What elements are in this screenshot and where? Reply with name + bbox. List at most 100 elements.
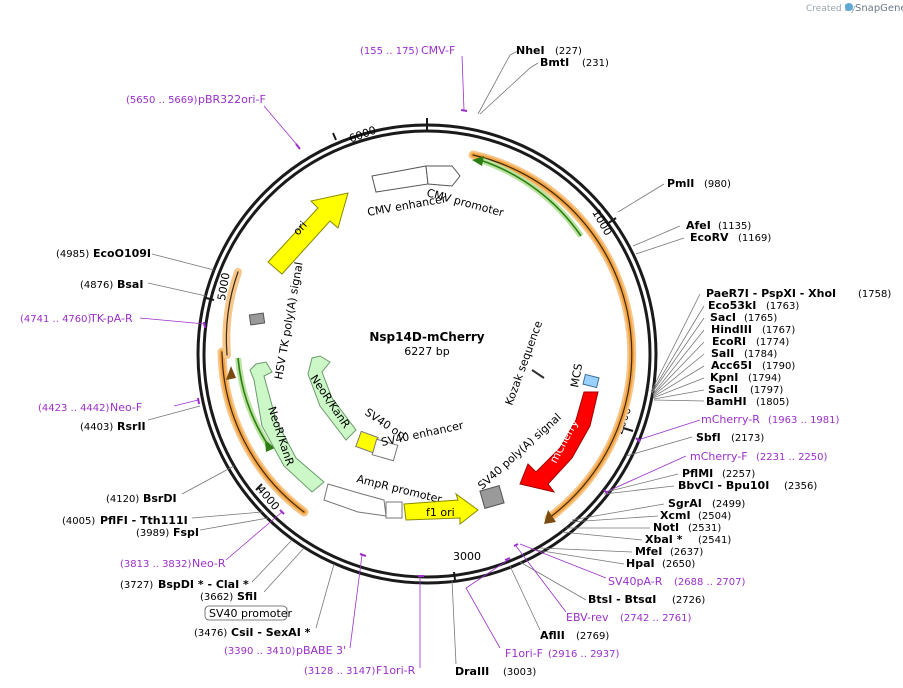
enzyme-csii: CsiI - SexAI * (231, 626, 311, 639)
neor-inner-shape (307, 355, 357, 441)
plasmid-name: Nsp14D-mCherry (369, 330, 484, 344)
enzyme-hpai: HpaI (626, 557, 655, 570)
primer-ebv-rev-range: (2742 .. 2761) (620, 613, 692, 624)
primer-f1ori-f-range: (2916 .. 2937) (548, 649, 620, 660)
primer-cmv-f: CMV-F (421, 44, 455, 57)
ori-shape (267, 192, 349, 275)
primer-mcherry-f: mCherry-F (690, 450, 748, 463)
enzyme-xbai-pos: (2541) (698, 535, 731, 546)
primer-neo-r-range: (3813 .. 3832) (120, 559, 192, 570)
mcs-shape (582, 373, 600, 389)
enzyme-bsrdi: BsrDI (143, 492, 177, 505)
enzyme-bspdi: BspDI * - ClaI * (158, 578, 249, 591)
f1-ori-shape (403, 492, 479, 526)
enzyme-noti: NotI (653, 521, 679, 534)
primer-f1ori-r-range: (3128 .. 3147) (304, 666, 376, 677)
enzyme-sali-pos: (1784) (744, 349, 777, 360)
enzyme-sacii: SacII (708, 383, 738, 396)
enzyme-bsai: BsaI (117, 278, 143, 291)
enzyme-afei-pos: (1135) (718, 221, 751, 232)
enzyme-kpni-pos: (1794) (748, 373, 781, 384)
enzyme-bbvci-pos: (2356) (784, 481, 817, 492)
enzyme-pmli: PmlI (667, 177, 694, 190)
orange-arcs (217, 150, 637, 523)
enzyme-pflmi: PflMI (682, 467, 713, 480)
enzyme-aflii-pos: (2769) (576, 631, 609, 642)
credit-text: Created by (806, 4, 856, 14)
enzyme-sgrai: SgrAI (668, 497, 702, 510)
mcherry-shape (519, 391, 599, 493)
enzyme-draiii: DraIII (455, 665, 489, 678)
enzyme-kpni: KpnI (710, 371, 738, 384)
label-f1-ori: f1 ori (426, 506, 455, 519)
orange-arrow-head-1 (226, 366, 236, 380)
ampr-small-box (385, 501, 403, 519)
sv40-polya-shape (479, 484, 505, 510)
primer-f1ori-r: F1ori-R (376, 664, 416, 677)
enzyme-rsrii-pos: (4403) (80, 422, 113, 433)
enzyme-sfii-pos: (3662) (200, 592, 233, 603)
orange-arrow-head-2 (544, 510, 556, 524)
enzyme-hpai-pos: (2650) (662, 559, 695, 570)
enzyme-bspdi-pos: (3727) (120, 580, 153, 591)
enzyme-mfei: MfeI (635, 545, 662, 558)
enzyme-draiii-pos: (3003) (503, 667, 536, 678)
enzyme-btsi: BtsI - BtsαI (588, 593, 656, 606)
tick-marks (205, 118, 634, 581)
label-hsv-tk: HSV TK poly(A) signal (272, 261, 305, 381)
label-mcs: MCS (568, 362, 585, 388)
enzyme-bmti: BmtI (540, 56, 569, 69)
enzyme-pflmi-pos: (2257) (722, 469, 755, 480)
cmv-enhancer-shape (371, 165, 429, 193)
neor-outer-shape (249, 361, 325, 493)
enzyme-ecori: EcoRI (712, 335, 746, 348)
green-arrow-head-2 (265, 440, 275, 452)
primer-mcherry-r: mCherry-R (701, 413, 760, 426)
enzyme-pflfi-pos: (4005) (62, 516, 95, 527)
enzyme-sbfi-pos: (2173) (731, 433, 764, 444)
enzyme-afei: AfeI (686, 219, 711, 232)
enzyme-bsrdi-pos: (4120) (106, 494, 139, 505)
enzyme-paer7i: PaeR7I - PspXI - XhoI (706, 287, 836, 300)
enzyme-btsi-pos: (2726) (672, 595, 705, 606)
label-sv40-promoter: SV40 promoter (209, 607, 293, 620)
enzyme-ecorv-pos: (1169) (738, 233, 771, 244)
label-neor-inner: NeoR/KanR (308, 372, 353, 431)
enzyme-aflii: AflII (540, 629, 565, 642)
enzyme-bmti-pos: (231) (582, 58, 609, 69)
primer-mcherry-r-range: (1963 .. 1981) (768, 415, 840, 426)
enzyme-saci-pos: (1765) (744, 313, 777, 324)
enzyme-xbai: XbaI * (645, 533, 683, 546)
primer-cmv-f-range: (155 .. 175) (360, 46, 419, 57)
sv40-promoter-box (204, 605, 288, 621)
enzyme-paer7i-pos: (1758) (858, 289, 891, 300)
enzyme-leaders (147, 50, 705, 665)
enzyme-pflfi: PflFI - Tth111I (100, 514, 188, 527)
enzyme-hindiii: HindIII (711, 323, 752, 336)
primer-pbabe: pBABE 3' (296, 644, 346, 657)
primer-tk-pa-r-range: (4741 .. 4760) (20, 314, 92, 325)
enzyme-sali: SalI (711, 347, 734, 360)
green-arrow-head-1 (472, 156, 484, 166)
enzyme-xcmi-pos: (2504) (698, 511, 731, 522)
primer-mcherry-f-range: (2231 .. 2250) (756, 452, 828, 463)
enzyme-sfii: SfiI (237, 590, 257, 603)
enzyme-csii-pos: (3476) (194, 628, 227, 639)
enzyme-acc65i: Acc65I (711, 359, 752, 372)
snapgene-logo-icon (845, 3, 853, 11)
enzyme-saci: SacI (710, 311, 736, 324)
enzyme-mfei-pos: (2637) (670, 547, 703, 558)
enzyme-ecoo109i-pos: (4985) (56, 249, 89, 260)
primer-pbr322ori-f-range: (5650 .. 5669) (126, 95, 198, 106)
snapgene-brand: SnapGene (855, 3, 903, 14)
primer-leaders (139, 55, 701, 668)
enzyme-nhei-pos: (227) (555, 46, 582, 57)
enzyme-rsrii: RsrII (117, 420, 146, 433)
enzyme-bsai-pos: (4876) (80, 280, 113, 291)
enzyme-nhei: NheI (516, 44, 545, 57)
primer-pbr322ori-f: pBR322ori-F (198, 93, 266, 106)
label-cmv-enhancer: CMV enhancer (366, 192, 447, 219)
enzyme-hindiii-pos: (1767) (762, 325, 795, 336)
primer-neo-r: Neo-R (192, 557, 226, 570)
